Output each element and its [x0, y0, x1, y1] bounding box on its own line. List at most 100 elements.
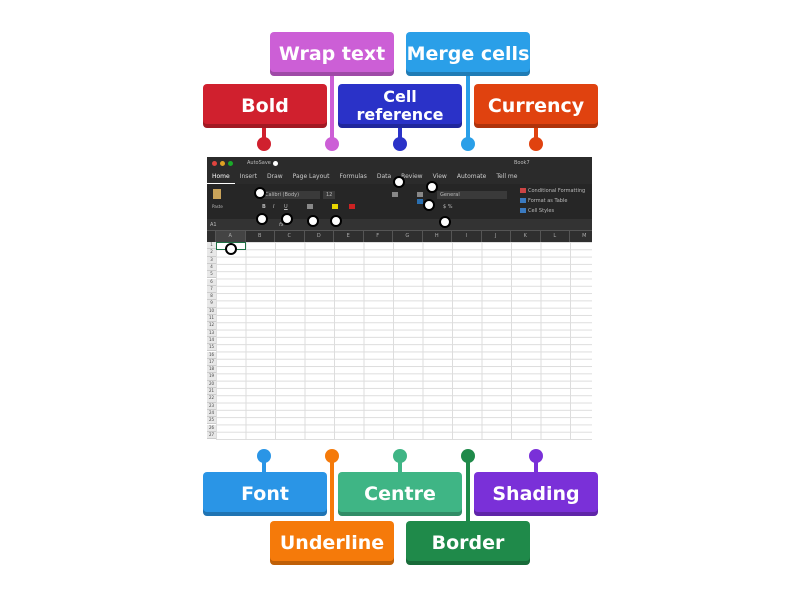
pin-dot: [529, 137, 543, 151]
row-header: 3: [207, 256, 216, 264]
pin-dot: [393, 137, 407, 151]
number-format-box: General: [437, 191, 507, 199]
row-header: 18: [207, 366, 216, 374]
pin-dot: [257, 449, 271, 463]
style-item: Format as Table: [528, 198, 568, 204]
currency-icon: $ %: [443, 204, 453, 210]
pin-dot: [325, 449, 339, 463]
wrap-text-icon: [417, 192, 423, 197]
bold-icon: B: [262, 204, 266, 210]
ribbon-tab: Draw: [266, 173, 283, 180]
drop-marker[interactable]: [225, 243, 237, 255]
autosave-toggle: [273, 161, 278, 166]
row-header: 4: [207, 263, 216, 272]
column-header: I: [452, 231, 482, 242]
row-header: 8: [207, 293, 216, 301]
minimize-icon: [220, 161, 225, 166]
style-item: Conditional Formatting: [528, 188, 586, 194]
select-all-corner: [207, 231, 216, 242]
drop-marker[interactable]: [307, 215, 319, 227]
drop-marker[interactable]: [393, 176, 405, 188]
column-header: L: [540, 231, 570, 242]
drop-marker[interactable]: [281, 213, 293, 225]
row-header: 14: [207, 336, 216, 345]
autosave-label: AutoSave: [247, 160, 271, 166]
style-item: Cell Styles: [528, 208, 555, 214]
row-header: 7: [207, 285, 216, 294]
label-shading[interactable]: Shading: [474, 472, 598, 516]
pin-dot: [461, 137, 475, 151]
row-header: 5: [207, 271, 216, 279]
pin-stem: [330, 460, 334, 522]
maximize-icon: [228, 161, 233, 166]
label-underline[interactable]: Underline: [270, 521, 394, 565]
cell-grid: [216, 242, 592, 440]
border-icon: [307, 204, 313, 209]
pin-dot: [529, 449, 543, 463]
label-currency[interactable]: Currency: [474, 84, 598, 128]
formula-bar: A1 fx: [207, 219, 592, 231]
row-header: 24: [207, 409, 216, 418]
row-header: 15: [207, 344, 216, 352]
row-header: 17: [207, 358, 216, 367]
pin-stem: [466, 460, 470, 522]
column-header: B: [245, 231, 275, 242]
pin-stem: [534, 128, 538, 140]
row-header: 25: [207, 417, 216, 425]
pin-stem: [262, 460, 266, 472]
merge-icon: [417, 199, 423, 204]
row-header: 9: [207, 300, 216, 308]
ribbon-tab: Automate: [456, 173, 487, 180]
row-header: 19: [207, 373, 216, 381]
title-bar: AutoSave Book7: [207, 157, 592, 170]
label-font[interactable]: Font: [203, 472, 327, 516]
label-bold[interactable]: Bold: [203, 84, 327, 128]
row-header: 22: [207, 395, 216, 403]
label-wrap-text[interactable]: Wrap text: [270, 32, 394, 76]
drop-marker[interactable]: [439, 216, 451, 228]
column-header: K: [511, 231, 541, 242]
close-icon: [212, 161, 217, 166]
drop-marker[interactable]: [426, 181, 438, 193]
font-name-box: Calibri (Body): [262, 191, 320, 199]
ribbon-tab: Home: [207, 170, 235, 184]
name-box: A1: [210, 222, 217, 228]
ribbon-tab: Page Layout: [292, 173, 330, 180]
pin-dot: [393, 449, 407, 463]
column-header: C: [275, 231, 305, 242]
pin-stem: [262, 128, 266, 140]
column-header: H: [422, 231, 452, 242]
pin-dot: [257, 137, 271, 151]
format-table-icon: [520, 198, 526, 203]
drop-marker[interactable]: [423, 199, 435, 211]
label-centre[interactable]: Centre: [338, 472, 462, 516]
column-header: M: [570, 231, 592, 242]
drop-marker[interactable]: [256, 213, 268, 225]
row-header: 21: [207, 388, 216, 396]
column-header: G: [393, 231, 423, 242]
pin-stem: [466, 76, 470, 140]
row-header: 13: [207, 329, 216, 337]
pin-dot: [325, 137, 339, 151]
drop-marker[interactable]: [254, 187, 266, 199]
ribbon-tab: Data: [376, 173, 392, 180]
row-header: 26: [207, 424, 216, 432]
row-header: 10: [207, 307, 216, 315]
font-color-icon: [349, 204, 355, 209]
font-size-box: 12: [323, 191, 336, 199]
pin-stem: [534, 460, 538, 472]
row-header: 1: [207, 242, 216, 250]
pin-stem: [398, 128, 402, 140]
ribbon-tab: Review: [401, 173, 423, 180]
underline-icon: U: [284, 204, 288, 210]
column-header: J: [481, 231, 511, 242]
label-cell-reference[interactable]: Cell reference: [338, 84, 462, 128]
drop-marker[interactable]: [330, 215, 342, 227]
column-header: D: [304, 231, 334, 242]
label-merge-cells[interactable]: Merge cells: [406, 32, 530, 76]
label-border[interactable]: Border: [406, 521, 530, 565]
ribbon: Paste Calibri (Body) 12 B I U General $ …: [207, 184, 592, 219]
book-title: Book7: [514, 160, 530, 166]
row-header: 27: [207, 431, 216, 440]
